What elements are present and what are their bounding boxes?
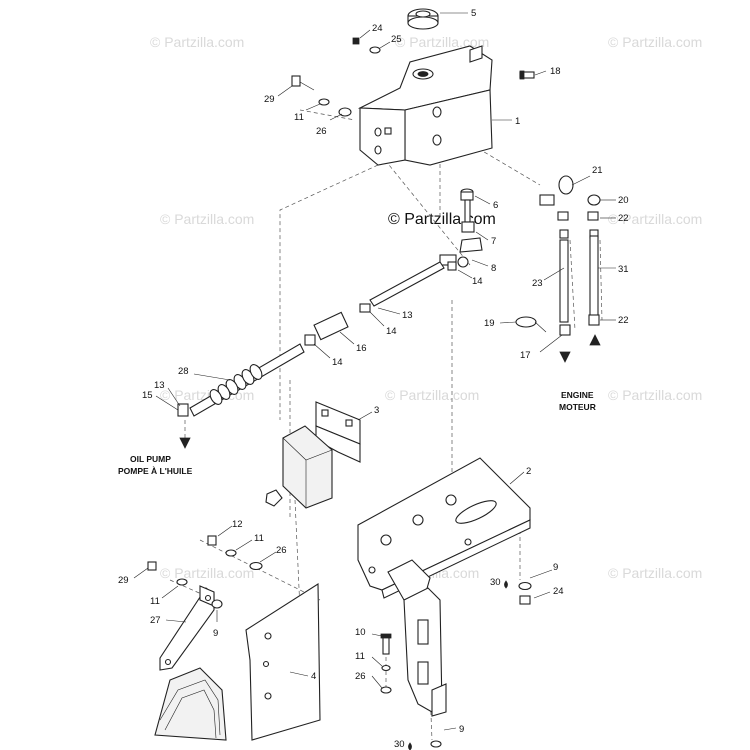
callout-11: 11 [355, 651, 365, 662]
callout-7: 7 [491, 236, 496, 247]
watermark: © Partzilla.com [608, 565, 702, 581]
watermarks: © Partzilla.com © Partzilla.com © Partzi… [150, 34, 702, 581]
callout-14: 14 [332, 357, 343, 368]
note-engine-fr: MOTEUR [559, 402, 596, 412]
watermark: © Partzilla.com [608, 211, 702, 227]
callout-13: 13 [154, 380, 165, 391]
watermark: © Partzilla.com [608, 34, 702, 50]
callout-9: 9 [553, 562, 558, 573]
callout-11: 11 [254, 533, 264, 544]
callout-18: 18 [550, 66, 561, 77]
callout-31: 31 [618, 264, 629, 275]
callout-9: 9 [459, 724, 464, 735]
callouts: 5 24 25 18 1 29 11 26 21 20 6 22 7 8 31 … [118, 8, 629, 750]
callout-25: 25 [391, 34, 402, 45]
callout-1: 1 [515, 116, 520, 127]
callout-24: 24 [553, 586, 564, 597]
callout-10: 10 [355, 627, 366, 638]
callout-24: 24 [372, 23, 383, 34]
note-engine: ENGINE [561, 390, 594, 400]
callout-19: 19 [484, 318, 495, 329]
fasteners-lower [147, 535, 532, 748]
callout-11: 11 [150, 596, 160, 607]
watermark: © Partzilla.com [160, 211, 254, 227]
side-plate-4 [245, 583, 321, 741]
hose-ribs [209, 364, 263, 405]
watermark: © Partzilla.com [385, 387, 479, 403]
callout-15: 15 [142, 390, 153, 401]
callout-20: 20 [618, 195, 629, 206]
bracket-27 [159, 585, 215, 671]
callout-14: 14 [472, 276, 483, 287]
callout-17: 17 [520, 350, 531, 361]
vent-hoses [515, 175, 601, 336]
callout-27: 27 [150, 615, 161, 626]
callout-16: 16 [356, 343, 367, 354]
callout-8: 8 [491, 263, 496, 274]
fuel-hose-filter [177, 261, 457, 417]
callout-2: 2 [526, 466, 531, 477]
callout-12: 12 [232, 519, 243, 530]
leader-lines [133, 12, 616, 731]
callout-26: 26 [276, 545, 287, 556]
callout-30: 30 [394, 739, 405, 750]
callout-22: 22 [618, 213, 629, 224]
callout-28: 28 [178, 366, 189, 377]
callout-23: 23 [532, 278, 543, 289]
callout-26: 26 [316, 126, 327, 137]
flow-arrows [179, 334, 601, 449]
center-watermark: © Partzilla.com [388, 211, 496, 228]
callout-6: 6 [493, 200, 498, 211]
callout-11: 11 [294, 112, 304, 123]
watermark: © Partzilla.com [395, 34, 489, 50]
note-oil-pump-fr: POMPE À L'HUILE [118, 466, 193, 476]
watermark: © Partzilla.com [608, 387, 702, 403]
callout-21: 21 [592, 165, 603, 176]
callout-4: 4 [311, 671, 316, 682]
callout-3: 3 [374, 405, 379, 416]
watermark: © Partzilla.com [160, 565, 254, 581]
callout-30: 30 [490, 577, 501, 588]
callout-5: 5 [471, 8, 476, 19]
watermark: © Partzilla.com [150, 34, 244, 50]
callout-29: 29 [264, 94, 275, 105]
note-oil-pump: OIL PUMP [130, 454, 171, 464]
fittings-6-7-8 [439, 188, 483, 268]
callout-22: 22 [618, 315, 629, 326]
belt-guard [154, 667, 227, 741]
callout-9: 9 [213, 628, 218, 639]
callout-14: 14 [386, 326, 397, 337]
main-support-2 [357, 457, 531, 717]
oil-drop-icon [408, 580, 508, 750]
notes: OIL PUMP POMPE À L'HUILE ENGINE MOTEUR [118, 390, 596, 476]
oil-tank [357, 45, 493, 166]
callout-26: 26 [355, 671, 366, 682]
callout-29: 29 [118, 575, 129, 586]
tank-cap [407, 8, 439, 30]
callout-13: 13 [402, 310, 413, 321]
oil-reservoir [265, 425, 333, 509]
